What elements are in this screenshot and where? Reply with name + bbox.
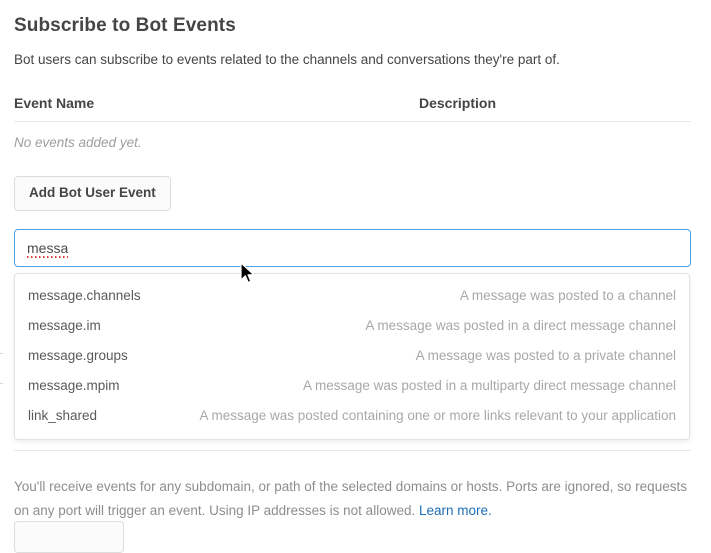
list-item[interactable]: message.groups A message was posted to a… (15, 341, 689, 371)
suggestion-event-name: message.im (28, 318, 101, 333)
table-header: Event Name Description (14, 95, 691, 122)
suggestion-event-name: message.groups (28, 348, 128, 363)
suggestion-event-description: A message was posted in a multiparty dir… (303, 378, 676, 393)
page-content: Subscribe to Bot Events Bot users can su… (0, 0, 711, 440)
learn-more-link[interactable]: Learn more. (418, 502, 492, 518)
event-search-combobox: messa message.channels A message was pos… (14, 228, 691, 440)
table-header-row: Event Name Description (14, 95, 691, 122)
suggestion-event-name: message.mpim (28, 378, 120, 393)
suggestion-event-description: A message was posted to a private channe… (415, 348, 676, 363)
list-item[interactable]: message.im A message was posted in a dir… (15, 311, 689, 341)
suggestion-event-name: message.channels (28, 288, 141, 303)
suggestion-event-description: A message was posted containing one or m… (199, 408, 676, 423)
suggestion-event-description: A message was posted to a channel (459, 288, 676, 303)
event-search-input[interactable] (14, 228, 691, 267)
empty-state-message: No events added yet. (14, 135, 142, 150)
add-bot-user-event-button[interactable]: Add Bot User Event (14, 176, 171, 211)
table-empty-row: No events added yet. (14, 122, 691, 150)
page-description: Bot users can subscribe to events relate… (14, 52, 560, 67)
subscribed-events-table: Event Name Description No events added y… (14, 95, 691, 150)
event-suggestions-dropdown: message.channels A message was posted to… (14, 272, 690, 440)
save-changes-button[interactable] (14, 521, 124, 553)
section-divider (14, 450, 691, 451)
occluded-content-mark (0, 383, 3, 384)
page-title: Subscribe to Bot Events (14, 15, 236, 36)
column-header-description: Description (419, 95, 691, 122)
footer-help-text: You'll receive events for any subdomain,… (14, 475, 691, 523)
table-body: No events added yet. (14, 122, 691, 150)
suggestion-event-description: A message was posted in a direct message… (365, 318, 676, 333)
column-header-event-name: Event Name (14, 95, 419, 122)
list-item[interactable]: link_shared A message was posted contain… (15, 401, 689, 431)
suggestion-event-name: link_shared (28, 408, 98, 423)
list-item[interactable]: message.channels A message was posted to… (15, 281, 689, 311)
list-item[interactable]: message.mpim A message was posted in a m… (15, 371, 689, 401)
footer-help-text-body: You'll receive events for any subdomain,… (14, 478, 687, 518)
occluded-content-mark (0, 353, 3, 354)
